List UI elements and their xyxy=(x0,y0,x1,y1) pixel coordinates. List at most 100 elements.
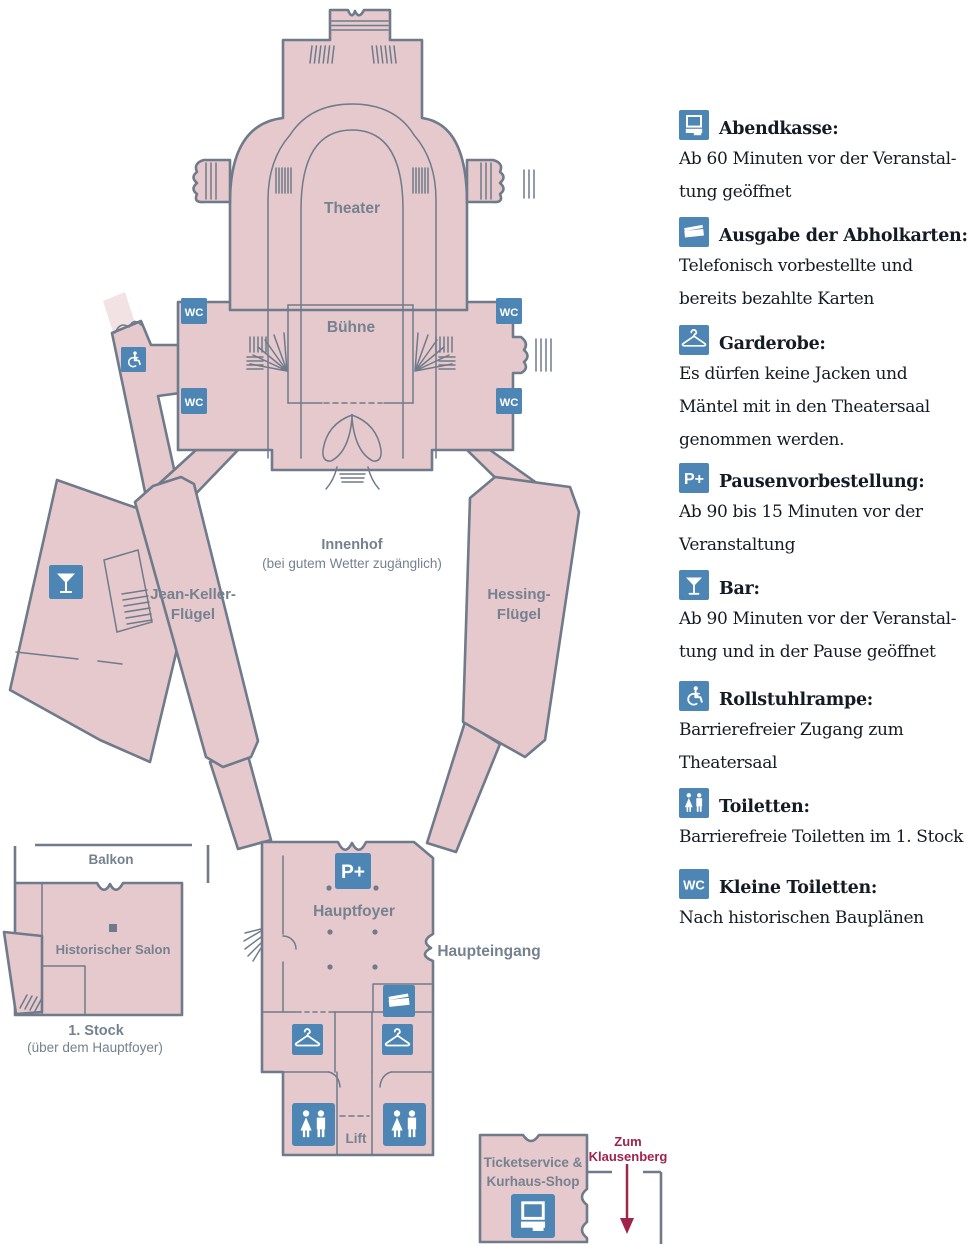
map-labels: Theater Bühne Innenhof (bei gutem Wetter… xyxy=(27,200,667,1189)
balkon-outline xyxy=(13,843,210,883)
coat-hanger-icon xyxy=(292,1024,323,1055)
legend-line: Mäntel mit in den Theatersaal xyxy=(679,397,930,417)
legend-description: Barrierefreie Toiletten im 1. Stock xyxy=(679,821,968,854)
interior-details xyxy=(15,20,552,1156)
tickets-icon xyxy=(383,985,415,1017)
balcony-outer-curve xyxy=(267,103,437,459)
legend-line: Es dürfen keine Jacken und xyxy=(679,364,908,384)
legend-title: Rollstuhlrampe: xyxy=(719,689,873,710)
klausenberg-arrowhead xyxy=(620,1218,634,1234)
wc-icon xyxy=(181,298,207,324)
wheelchair-icon xyxy=(121,347,146,372)
legend-line: bereits bezahlte Karten xyxy=(679,289,874,309)
legend-item-bar: Bar: Ab 90 Minuten vor der Veranstal-tun… xyxy=(679,570,968,669)
legend-item-kleine-toiletten: Kleine Toiletten: Nach historischen Baup… xyxy=(679,869,968,935)
legend-line: Ab 60 Minuten vor der Veranstal- xyxy=(679,149,957,169)
legend-line: Ab 90 Minuten vor der Veranstal- xyxy=(679,609,957,629)
label-lift: Lift xyxy=(346,1131,367,1146)
label-zum-klausenberg: Klausenberg xyxy=(589,1149,668,1164)
legend-line: Barrierefreie Toiletten im 1. Stock xyxy=(679,827,964,847)
label-zum-klausenberg: Zum xyxy=(614,1134,641,1149)
label-kurhaus-shop: Kurhaus-Shop xyxy=(487,1174,580,1189)
cash-register-icon xyxy=(679,110,709,140)
tickets-icon xyxy=(679,217,709,247)
legend-title: Garderobe: xyxy=(719,333,826,354)
bar-icon xyxy=(679,570,709,600)
pause-preorder-icon xyxy=(679,463,709,493)
legend-title: Abendkasse: xyxy=(719,118,839,139)
legend-description: Telefonisch vorbestellte und bereits beza… xyxy=(679,250,968,316)
cash-register-icon xyxy=(511,1194,555,1238)
theater-building xyxy=(228,8,469,312)
legend-title: Ausgabe der Abholkarten: xyxy=(719,225,968,246)
legend-line: genommen werden. xyxy=(679,430,845,450)
legend-line: tung geöffnet xyxy=(679,182,792,202)
label-jean-keller-fluegel: Flügel xyxy=(171,606,215,623)
legend-title: Kleine Toiletten: xyxy=(719,877,878,898)
label-1-stock-subtitle: (über dem Hauptfoyer) xyxy=(27,1040,163,1055)
legend-item-abholkarten: Ausgabe der Abholkarten: Telefonisch vor… xyxy=(679,217,968,316)
label-innenhof-subtitle: (bei gutem Wetter zugänglich) xyxy=(262,556,442,571)
ticket-shop-building xyxy=(478,1133,589,1244)
legend-description: Ab 90 Minuten vor der Veranstal-tung und… xyxy=(679,603,968,669)
wc-icon xyxy=(496,298,522,324)
building-shapes xyxy=(2,8,589,1244)
wc-icon xyxy=(496,388,522,414)
ramp-upper-light xyxy=(103,292,136,335)
label-haupteingang: Haupteingang xyxy=(437,943,540,960)
legend-item-abendkasse: Abendkasse: Ab 60 Minuten vor der Verans… xyxy=(679,110,968,209)
toilets-icon xyxy=(383,1103,426,1146)
legend-title: Toiletten: xyxy=(719,796,810,817)
balcony-inner-curve xyxy=(300,129,404,459)
legend-item-toiletten: Toiletten: Barrierefreie Toiletten im 1.… xyxy=(679,788,968,854)
corridor-hessing-foyer xyxy=(425,720,502,854)
salon-column xyxy=(109,924,117,932)
legend-line: Veranstaltung xyxy=(679,535,796,555)
pause-preorder-icon xyxy=(335,853,371,889)
petal-door-right xyxy=(351,413,382,462)
coat-hanger-icon xyxy=(382,1024,413,1055)
legend-title: Pausenvorbestellung: xyxy=(719,471,925,492)
label-buehne: Bühne xyxy=(327,319,376,336)
label-hauptfoyer: Hauptfoyer xyxy=(313,903,395,920)
wc-icon xyxy=(679,869,709,899)
wc-icon xyxy=(181,388,207,414)
stage-outline xyxy=(287,304,414,404)
legend-description: Nach historischen Bauplänen xyxy=(679,902,968,935)
label-hessing-fluegel: Flügel xyxy=(497,606,541,623)
legend-item-pausenvorbestellung: Pausenvorbestellung: Ab 90 bis 15 Minute… xyxy=(679,463,968,562)
foyer-columns xyxy=(109,885,379,970)
hessing-wing xyxy=(461,475,581,759)
coat-hanger-icon xyxy=(679,325,709,355)
toilets-icon xyxy=(679,788,709,818)
jean-keller-wing xyxy=(133,475,260,769)
label-ticketservice: Ticketservice & xyxy=(484,1155,583,1170)
legend-line: Telefonisch vorbestellte und xyxy=(679,256,913,276)
label-balkon: Balkon xyxy=(88,852,133,867)
legend-line: Nach historischen Bauplänen xyxy=(679,908,924,928)
wheelchair-ramp xyxy=(110,319,182,494)
label-innenhof: Innenhof xyxy=(321,537,382,553)
label-historischer-salon: Historischer Salon xyxy=(56,942,171,957)
legend-item-rollstuhlrampe: Rollstuhlrampe: Barrierefreier Zugang zu… xyxy=(679,681,968,780)
klausenberg-path xyxy=(588,1164,663,1244)
legend-title: Bar: xyxy=(719,578,760,599)
legend-line: Theatersaal xyxy=(679,753,778,773)
legend-line: Barrierefreier Zugang zum xyxy=(679,720,904,740)
label-hessing-fluegel: Hessing- xyxy=(487,586,550,603)
petal-door-left xyxy=(322,413,353,462)
corridor-jeankeller-foyer xyxy=(208,750,273,851)
hauptfoyer-building xyxy=(260,840,435,1157)
label-theater: Theater xyxy=(324,200,380,217)
label-1-stock: 1. Stock xyxy=(68,1023,125,1039)
wheelchair-icon xyxy=(679,681,709,711)
legend-line: tung und in der Pause geöffnet xyxy=(679,642,936,662)
legend-description: Ab 60 Minuten vor der Veranstal-tung geö… xyxy=(679,143,968,209)
historischer-salon-building xyxy=(13,881,184,1017)
